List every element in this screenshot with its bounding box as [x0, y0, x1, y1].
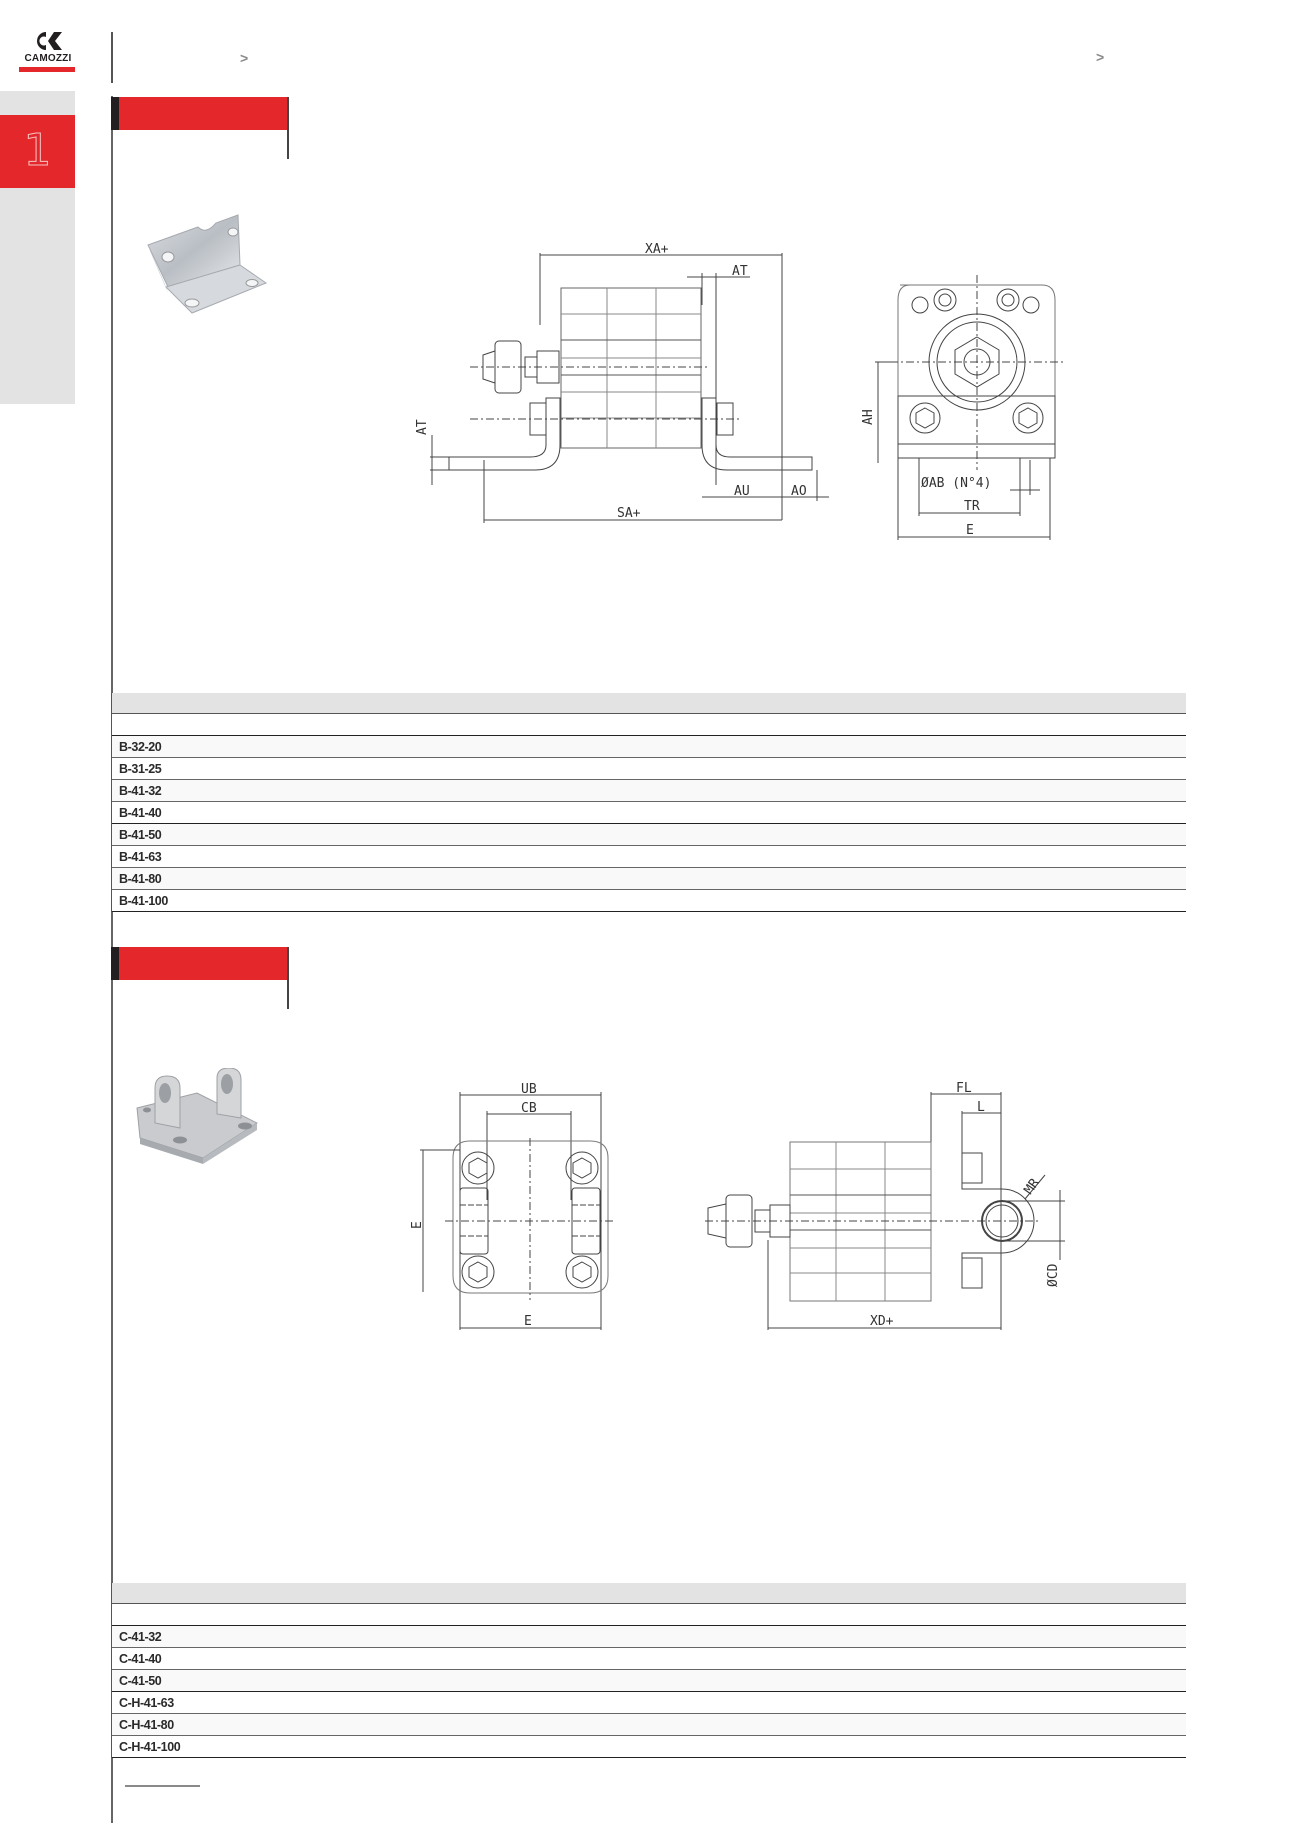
svg-text:E: E: [966, 523, 974, 538]
svg-text:TR: TR: [964, 499, 980, 514]
product-code: B-41-80: [119, 871, 162, 886]
brand-name: CAMOZZI: [24, 53, 72, 64]
table-row: C-41-50: [112, 1670, 1186, 1692]
section-heading-foot-mounting: [111, 97, 289, 130]
foot-bracket-photo-icon: [147, 214, 268, 314]
svg-text:AO: AO: [791, 484, 807, 499]
foot-mounting-front-view-drawing: AH ØAB (N°4) TR E: [860, 270, 1080, 550]
chapter-number: 1: [23, 125, 52, 177]
table-row: C-41-40: [112, 1648, 1186, 1670]
svg-text:MR: MR: [1021, 1176, 1042, 1198]
table-left-border: [111, 1583, 112, 1758]
table-row: B-41-40: [112, 802, 1186, 824]
svg-text:CB: CB: [521, 1101, 537, 1116]
svg-text:UB: UB: [521, 1082, 537, 1097]
foot-mounting-bracket-photo: [140, 205, 270, 315]
rear-clevis-mounting-photo: [125, 1067, 265, 1168]
table-header: [112, 1583, 1186, 1604]
svg-text:XA+: XA+: [645, 242, 669, 257]
clevis-photo-icon: [136, 1067, 259, 1164]
camozzi-logo: CAMOZZI: [18, 30, 78, 76]
product-code: C-41-50: [119, 1673, 162, 1688]
table-header: [112, 693, 1186, 714]
product-code: B-41-32: [119, 783, 162, 798]
svg-text:AH: AH: [861, 409, 876, 425]
clevis-side-view-drawing: FL L MR ØCD XD+: [700, 1080, 1080, 1350]
table-row: B-41-50: [112, 824, 1186, 846]
clevis-mounting-table: C-41-32 C-41-40 C-41-50 C-H-41-63 C-H-41…: [111, 1583, 1186, 1758]
svg-text:L: L: [977, 1100, 985, 1115]
svg-text:E: E: [524, 1314, 532, 1329]
header-divider: [111, 32, 113, 83]
product-code: C-41-40: [119, 1651, 162, 1666]
table-row: B-31-25: [112, 758, 1186, 780]
footer-rule: [125, 1785, 200, 1787]
svg-text:SA+: SA+: [617, 506, 641, 521]
table-row: B-32-20: [112, 736, 1186, 758]
breadcrumb-separator: >: [1096, 49, 1105, 65]
table-left-border: [111, 693, 112, 912]
table-row: B-41-100: [112, 890, 1186, 912]
table-row: C-H-41-100: [112, 1736, 1186, 1758]
product-code: C-41-32: [119, 1629, 162, 1644]
breadcrumb-separator: >: [240, 50, 249, 66]
product-code: B-41-50: [119, 827, 162, 842]
svg-text:XD+: XD+: [870, 1314, 894, 1329]
section-heading-tail: [287, 97, 289, 159]
table-subheader: [112, 1604, 1186, 1626]
section-heading-tail: [287, 947, 289, 1009]
product-code: B-32-20: [119, 739, 162, 754]
product-code: C-H-41-63: [119, 1695, 174, 1710]
chapter-tab[interactable]: 1: [0, 115, 75, 188]
clevis-rear-view-drawing: UB CB E E: [400, 1080, 640, 1350]
svg-text:AT: AT: [732, 264, 748, 279]
table-subheader: [112, 714, 1186, 736]
svg-text:AT: AT: [415, 419, 430, 435]
svg-text:E: E: [410, 1221, 425, 1229]
camozzi-logo-mark-icon: [37, 32, 62, 50]
section-heading-clevis-mounting: [111, 947, 289, 980]
brand-underline: [19, 67, 75, 72]
table-row: B-41-63: [112, 846, 1186, 868]
product-code: B-41-63: [119, 849, 162, 864]
foot-mounting-side-view-drawing: XA+ AT AT SA+: [405, 235, 835, 535]
foot-mounting-table: B-32-20 B-31-25 B-41-32 B-41-40 B-41-50 …: [111, 693, 1186, 912]
svg-text:ØAB (N°4): ØAB (N°4): [921, 476, 991, 491]
table-row: B-41-80: [112, 868, 1186, 890]
product-code: C-H-41-80: [119, 1717, 174, 1732]
product-code: B-31-25: [119, 761, 162, 776]
table-row: C-H-41-63: [112, 1692, 1186, 1714]
svg-text:ØCD: ØCD: [1046, 1263, 1061, 1287]
product-code: B-41-100: [119, 893, 168, 908]
section-heading-marker: [111, 97, 119, 130]
svg-text:AU: AU: [734, 484, 750, 499]
product-code: C-H-41-100: [119, 1739, 181, 1754]
table-row: B-41-32: [112, 780, 1186, 802]
svg-text:FL: FL: [956, 1081, 972, 1096]
table-row: C-H-41-80: [112, 1714, 1186, 1736]
section-heading-marker: [111, 947, 119, 980]
product-code: B-41-40: [119, 805, 162, 820]
table-row: C-41-32: [112, 1626, 1186, 1648]
